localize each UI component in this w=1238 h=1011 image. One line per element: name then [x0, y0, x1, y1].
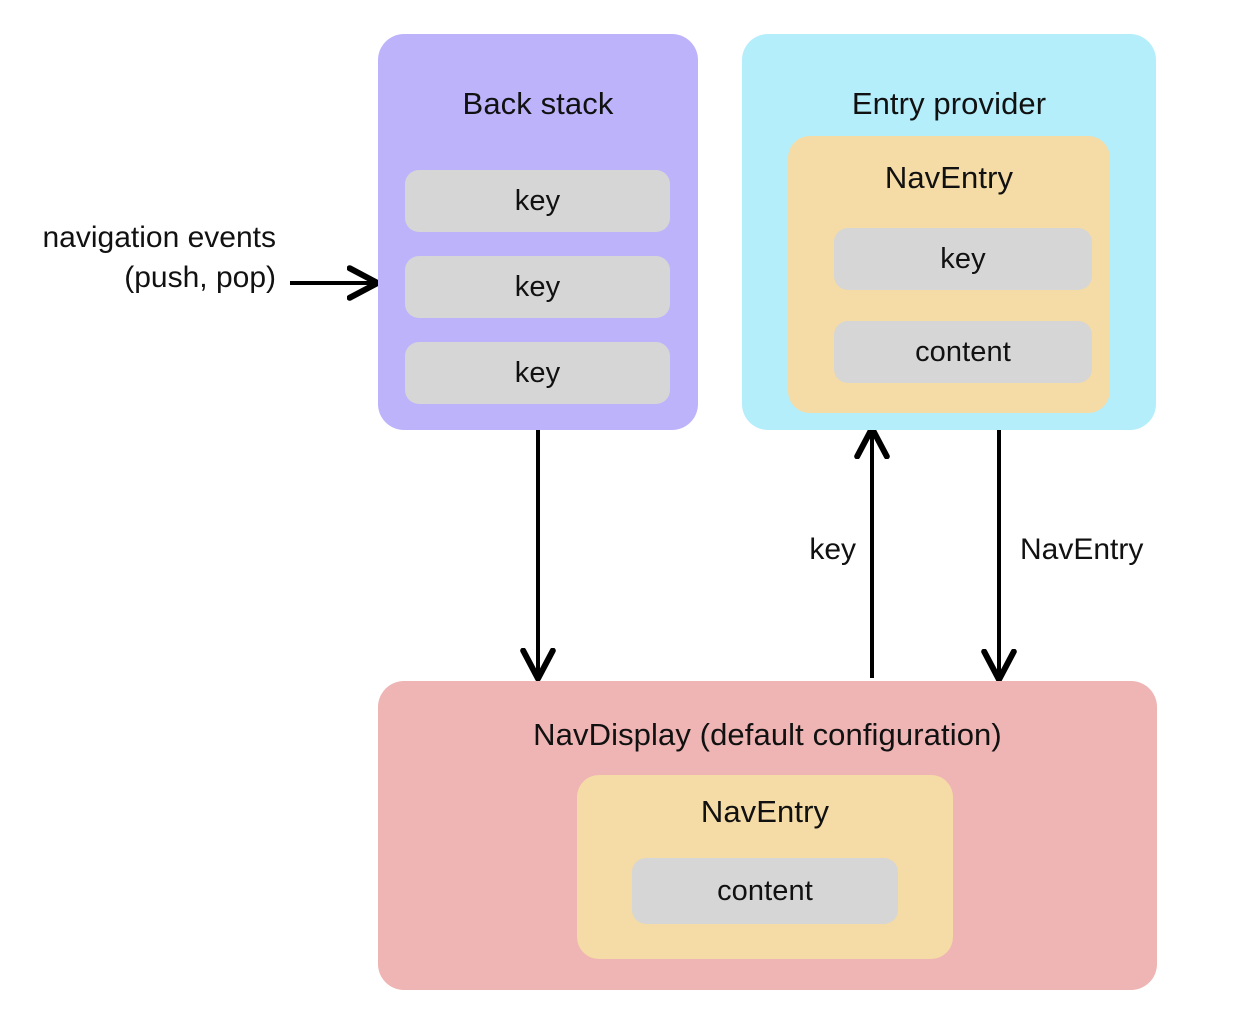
- back-stack-key-chip-3-label: key: [514, 356, 561, 389]
- nav-entry-edge-label: NavEntry: [1020, 530, 1143, 570]
- entry-provider-key-chip-label: key: [940, 242, 986, 275]
- entry-provider-content-chip-label: content: [915, 335, 1011, 368]
- back-stack-box[interactable]: Back stack key key key: [378, 34, 698, 430]
- back-stack-key-chip-2-label: key: [514, 270, 561, 303]
- nav-display-nav-entry-box[interactable]: NavEntry content: [577, 775, 953, 959]
- navigation-events-line1: navigation events: [42, 221, 277, 254]
- back-stack-key-chip-2[interactable]: key: [405, 256, 670, 318]
- back-stack-key-chip-1[interactable]: key: [405, 170, 670, 232]
- key-edge-label-text: key: [809, 533, 856, 566]
- nav-display-content-chip[interactable]: content: [632, 858, 898, 924]
- entry-provider-key-chip[interactable]: key: [834, 228, 1092, 290]
- navigation-events-label: navigation events (push, pop): [0, 218, 277, 298]
- entry-provider-content-chip[interactable]: content: [834, 321, 1092, 383]
- back-stack-key-chip-3[interactable]: key: [405, 342, 670, 404]
- key-edge-label: key: [740, 530, 856, 570]
- entry-provider-nav-entry-title: NavEntry: [884, 160, 1014, 195]
- nav-display-title: NavDisplay (default configuration): [533, 717, 1002, 752]
- nav-entry-edge-label-text: NavEntry: [1020, 533, 1144, 566]
- nav-display-nav-entry-title: NavEntry: [700, 794, 830, 829]
- back-stack-title: Back stack: [462, 86, 614, 121]
- nav-display-box[interactable]: NavDisplay (default configuration) NavEn…: [378, 681, 1157, 990]
- back-stack-key-chip-1-label: key: [514, 184, 561, 217]
- entry-provider-nav-entry-box[interactable]: NavEntry key content: [788, 136, 1110, 413]
- navigation-events-line2: (push, pop): [124, 261, 276, 294]
- entry-provider-title: Entry provider: [851, 86, 1047, 121]
- entry-provider-box[interactable]: Entry provider NavEntry key content: [742, 34, 1156, 430]
- nav-display-content-chip-label: content: [717, 874, 813, 907]
